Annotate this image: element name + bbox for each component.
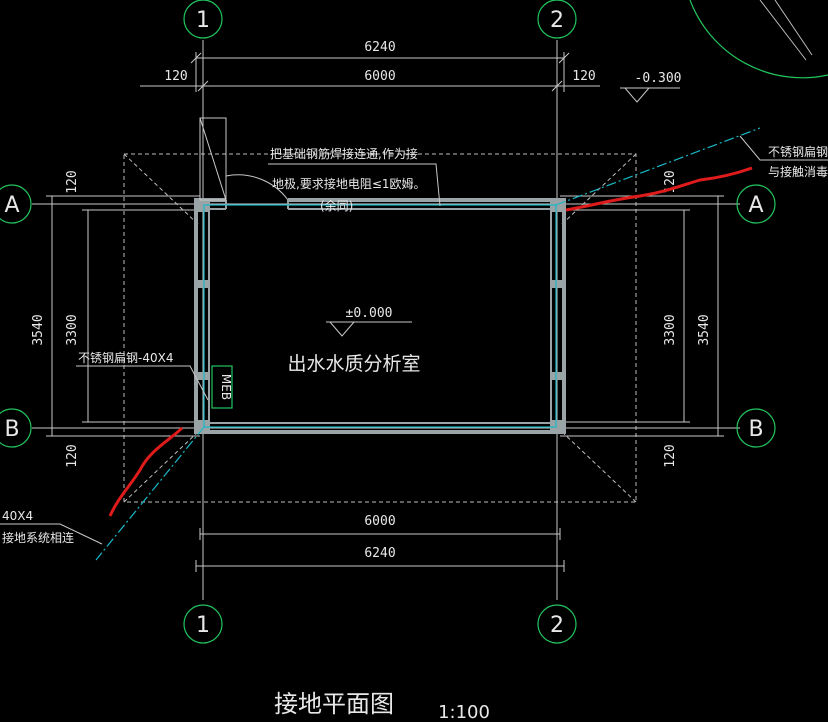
grounding-cable-right (565, 166, 753, 212)
drawing-scale: 1:100 (438, 702, 490, 722)
bottom-dimension-chain (195, 528, 565, 572)
top-right-offset-dimension: 120 (572, 69, 595, 84)
axis-bubble-a-left: A (0, 184, 32, 224)
svg-text:A: A (4, 193, 19, 218)
bottom-overall-dimension: 6240 (364, 546, 395, 561)
bottom-inner-dimension: 6000 (364, 514, 395, 529)
grounding-cable-left (108, 426, 184, 517)
right-flat-steel-note-line-1: 不锈钢扁钢-4 (768, 145, 828, 159)
left-dimension-chain (46, 195, 200, 437)
svg-text:B: B (748, 417, 763, 442)
right-flat-steel-note-line-2: 与接触消毒池 (768, 164, 828, 179)
top-right-arc (689, 0, 828, 79)
svg-text:2: 2 (550, 8, 564, 33)
right-inner-dimension: 3300 (663, 314, 678, 345)
roof-outline (123, 153, 637, 503)
outside-level-mark: -0.300 (620, 71, 682, 103)
svg-text:MEB: MEB (219, 374, 233, 400)
grounding-conductor (95, 127, 761, 561)
axis-bubble-2-bottom: 2 (537, 604, 577, 644)
top-left-offset-dimension: 120 (164, 69, 187, 84)
svg-text:±0.000: ±0.000 (346, 306, 393, 321)
svg-text:-0.300: -0.300 (635, 71, 682, 86)
top-inner-dimension: 6000 (364, 69, 395, 84)
bottom-left-note-line-2: 接地系统相连 (2, 530, 74, 545)
svg-text:1: 1 (196, 613, 210, 638)
left-flat-steel-note: 不锈钢扁钢-40X4 (78, 351, 173, 365)
axis-bubble-b-right: B (736, 408, 776, 448)
right-bottom-offset-dimension: 120 (663, 444, 678, 467)
axis-bubble-2-top: 2 (537, 0, 577, 39)
left-top-offset-dimension: 120 (65, 170, 80, 193)
axis-bubble-a-right: A (736, 184, 776, 224)
floor-level-mark: ±0.000 (326, 306, 412, 337)
svg-text:1: 1 (196, 8, 210, 33)
foundation-note-line-1: 把基础钢筋焊接连通,作为接 (270, 146, 418, 161)
top-dimension-chain (140, 52, 600, 92)
door (199, 117, 289, 201)
foundation-note-line-3: (余同) (320, 198, 353, 213)
left-inner-dimension: 3300 (65, 314, 80, 345)
meb-box: MEB (211, 365, 233, 409)
axis-bubble-1-top: 1 (183, 0, 223, 39)
drawing-title: 接地平面图 (274, 690, 394, 718)
room-name: 出水水质分析室 (287, 353, 420, 375)
windows (202, 212, 558, 372)
svg-text:A: A (748, 193, 763, 218)
right-overall-dimension: 3540 (697, 314, 712, 345)
top-overall-dimension: 6240 (364, 40, 395, 55)
foundation-note-line-2: 地极,要求接地电阻≤1欧姆。 (272, 176, 426, 191)
left-bottom-offset-dimension: 120 (65, 444, 80, 467)
svg-text:2: 2 (550, 613, 564, 638)
axis-bubble-1-bottom: 1 (183, 604, 223, 644)
svg-text:B: B (4, 417, 19, 442)
bottom-left-note-line-1: 40X4 (2, 509, 33, 523)
axis-bubble-b-left: B (0, 408, 32, 448)
leader-lines (0, 135, 828, 545)
left-overall-dimension: 3540 (31, 314, 46, 345)
